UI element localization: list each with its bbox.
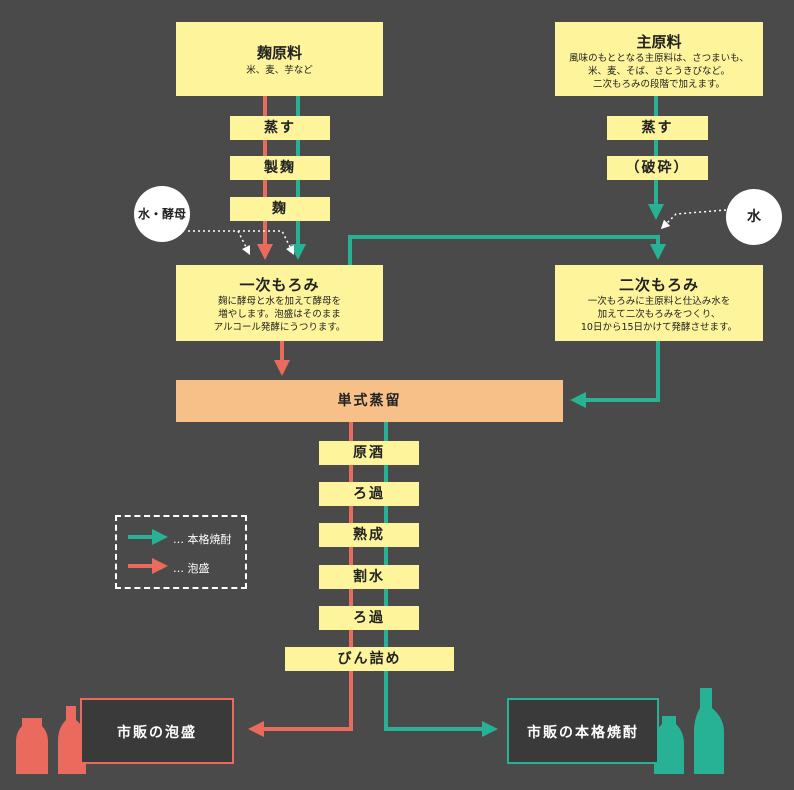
legend-shochu-label: … 本格焼酎 <box>173 533 232 546</box>
main-material-box: 主原料 風味のもととなる主原料は、さつまいも、 米、麦、そば、さとうきびなど。 … <box>555 22 763 96</box>
primary-to-secondary-line <box>348 235 666 265</box>
center-step-dilution: 割水 <box>319 565 419 589</box>
secondary-moromi-desc-3: 10日から15日かけて発酵させます。 <box>580 322 738 333</box>
main-material-desc-1: 風味のもととなる主原料は、さつまいも、 <box>569 53 749 64</box>
secondary-moromi-title: 二次もろみ <box>618 276 699 294</box>
center-step-bottling: びん詰め <box>285 647 454 671</box>
shochu-bottles-icon <box>654 688 724 774</box>
secondary-moromi-desc-1: 一次もろみに主原料と仕込み水を <box>587 296 731 307</box>
primary-moromi-title: 一次もろみ <box>239 276 320 294</box>
center-step-filter-2: ろ過 <box>319 606 419 630</box>
left-step-koji: 麹 <box>230 197 330 221</box>
main-material-desc-2: 米、麦、そば、さとうきびなど。 <box>587 66 731 77</box>
water-circle: 水 <box>726 189 782 245</box>
water-dotted <box>660 209 727 230</box>
main-material-desc-3: 二次もろみの段階で加えます。 <box>592 79 726 90</box>
primary-moromi-desc-3: アルコール発酵にうつります。 <box>213 322 346 333</box>
water-yeast-dotted <box>188 230 251 256</box>
secondary-moromi-box: 二次もろみ 一次もろみに主原料と仕込み水を 加えて二次もろみをつくり、 10日か… <box>555 265 763 341</box>
secondary-moromi-desc-2: 加えて二次もろみをつくり、 <box>597 309 721 320</box>
koji-material-box: 麹原料 米、麦、芋など <box>176 22 383 96</box>
left-step-steam: 蒸す <box>230 116 330 140</box>
center-step-genshu: 原酒 <box>319 441 419 465</box>
primary-moromi-desc-1: 麹に酵母と水を加えて酵母を <box>217 296 342 307</box>
legend: … 本格焼酎 … 泡盛 <box>115 515 247 589</box>
right-step-crush: （破砕） <box>607 156 708 180</box>
koji-material-desc: 米、麦、芋など <box>246 65 313 76</box>
center-step-aging: 熟成 <box>319 523 419 547</box>
secondary-to-distill-line <box>570 341 660 408</box>
water-yeast-circle: 水・酵母 <box>134 186 190 242</box>
primary-moromi-desc-2: 増やします。泡盛はそのまま <box>218 309 341 320</box>
legend-awamori-label: … 泡盛 <box>173 562 210 575</box>
output-shochu-box: 市販の本格焼酎 <box>507 698 659 764</box>
center-step-filter-1: ろ過 <box>319 482 419 506</box>
koji-material-title: 麹原料 <box>256 44 302 62</box>
primary-moromi-box: 一次もろみ 麹に酵母と水を加えて酵母を 増やします。泡盛はそのまま アルコール発… <box>176 265 383 341</box>
right-step-steam: 蒸す <box>607 116 708 140</box>
main-material-title: 主原料 <box>636 33 682 51</box>
left-step-koji-making: 製麹 <box>230 156 330 180</box>
distillation-box: 単式蒸留 <box>176 380 563 422</box>
awamori-bottles-icon <box>16 706 86 774</box>
output-awamori-box: 市販の泡盛 <box>80 698 234 764</box>
